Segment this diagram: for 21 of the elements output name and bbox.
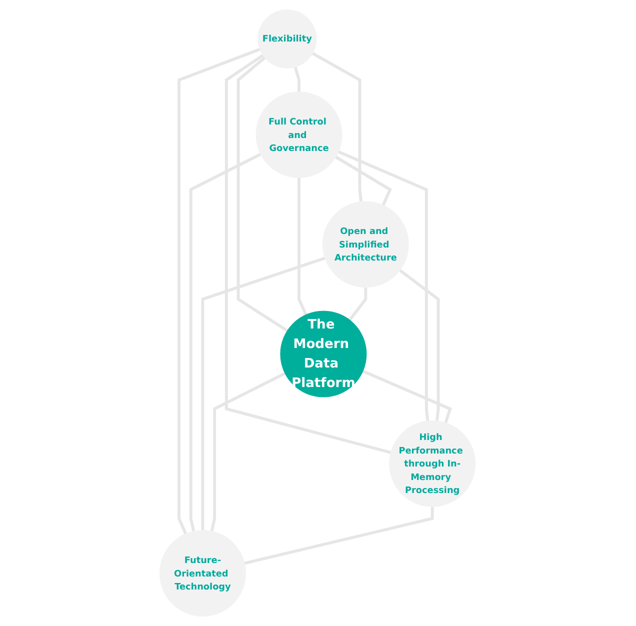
connector: [312, 52, 363, 202]
connector: [362, 370, 452, 424]
connector: [178, 48, 261, 534]
node-circle: Full Control and Governance: [256, 92, 343, 178]
connector: [400, 269, 440, 422]
connector: [336, 156, 392, 206]
connector: [202, 256, 326, 530]
node-circle: Flexibility: [258, 9, 318, 68]
connector: [190, 152, 262, 532]
node-circle: Open and Simplified Architecture: [322, 201, 410, 288]
connector: [298, 178, 308, 316]
connector: [210, 372, 286, 532]
node-circle: The Modern Data Platform: [280, 310, 368, 398]
connector: [225, 54, 392, 454]
connector: [244, 506, 434, 565]
connector: [237, 56, 289, 332]
connector: [338, 150, 430, 422]
connector: [348, 287, 368, 321]
node-circle: High Performance through In-Memory Processing: [390, 420, 476, 507]
node-circle: Future-Orientated Technology: [160, 530, 246, 617]
connector: [294, 66, 301, 92]
